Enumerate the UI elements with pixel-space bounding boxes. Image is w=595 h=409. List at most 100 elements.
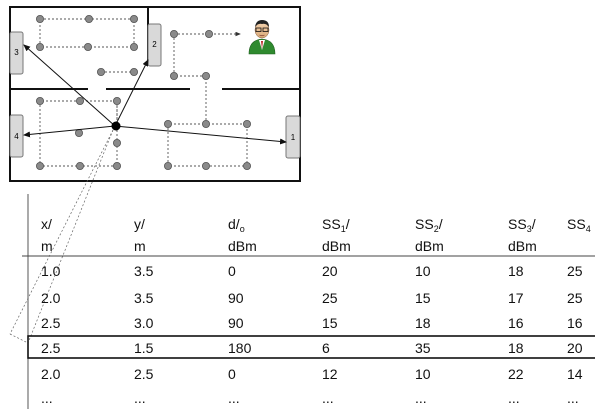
unit-ss3: dBm — [508, 238, 537, 254]
survey-point — [97, 68, 106, 77]
table-cell: 15 — [322, 315, 338, 331]
access-point-label: 1 — [291, 133, 296, 142]
unit-y: m — [134, 238, 146, 254]
table-cell-highlighted: 6 — [322, 340, 330, 356]
survey-point — [36, 161, 45, 170]
signal-arrow-ap4 — [23, 125, 116, 138]
survey-point — [242, 161, 251, 170]
survey-point — [163, 161, 172, 170]
survey-point — [169, 72, 178, 81]
table-cell: 3.5 — [134, 290, 154, 306]
table-frame — [22, 194, 595, 409]
table-cell: 25 — [567, 290, 583, 306]
unit-ss1: dBm — [322, 238, 351, 254]
table-cell-ellipsis: ... — [567, 390, 579, 406]
unit-ss2: dBm — [415, 238, 444, 254]
table-cell: 18 — [508, 263, 524, 279]
header-d: d/o — [228, 216, 245, 234]
table-cell: 15 — [415, 290, 431, 306]
survey-point — [169, 29, 178, 38]
table-cell: 25 — [322, 290, 338, 306]
access-point-3: 3 — [9, 31, 24, 75]
survey-point — [76, 97, 85, 106]
table-cell: 2.5 — [134, 366, 154, 382]
table-cell: 90 — [228, 290, 244, 306]
table-cell: 16 — [567, 315, 583, 331]
table-cell-ellipsis: ... — [134, 390, 146, 406]
signal-arrow-ap3 — [23, 44, 116, 127]
header-x: x/ — [41, 216, 52, 232]
survey-point — [113, 138, 122, 147]
table-cell: 90 — [228, 315, 244, 331]
table-cell-highlighted: 18 — [508, 340, 524, 356]
table-cell: 2.0 — [41, 366, 61, 382]
table-cell: 10 — [415, 366, 431, 382]
access-point-1: 1 — [285, 115, 301, 159]
unit-x: m — [41, 238, 53, 254]
table-cell-highlighted: 2.5 — [41, 340, 61, 356]
device-position — [111, 121, 121, 131]
survey-point — [129, 68, 138, 77]
access-point-2: 2 — [147, 23, 162, 67]
table-cell-highlighted: 35 — [415, 340, 431, 356]
zoom-guide — [9, 129, 114, 344]
table-cell: 12 — [322, 366, 338, 382]
table-cell: 16 — [508, 315, 524, 331]
table-cell-ellipsis: ... — [41, 390, 53, 406]
signal-arrows — [23, 44, 287, 145]
highlighted-row-box — [27, 335, 595, 359]
survey-points — [36, 14, 251, 170]
table-cell: 1.0 — [41, 263, 61, 279]
header-ss3: SS3/ — [508, 216, 536, 234]
table-cell-ellipsis: ... — [508, 390, 520, 406]
access-point-label: 3 — [14, 48, 19, 57]
survey-point — [113, 97, 122, 106]
survey-point — [84, 43, 93, 52]
header-ss4: SS4 — [567, 216, 591, 234]
survey-point — [75, 128, 84, 137]
table-cell-highlighted: 180 — [228, 340, 252, 356]
survey-point — [76, 161, 85, 170]
survey-point — [201, 161, 210, 170]
survey-point — [36, 97, 45, 106]
table-cell: 17 — [508, 290, 524, 306]
table-cell: 22 — [508, 366, 524, 382]
survey-point — [36, 14, 45, 23]
access-point-label: 2 — [152, 40, 157, 49]
survey-point — [36, 43, 45, 52]
table-cell: 0 — [228, 366, 236, 382]
table-cell-highlighted: 20 — [567, 340, 583, 356]
table-cell: 20 — [322, 263, 338, 279]
table-cell-ellipsis: ... — [228, 390, 240, 406]
survey-point — [242, 120, 251, 129]
table-cell: 18 — [415, 315, 431, 331]
survey-point — [129, 14, 138, 23]
table-cell: 14 — [567, 366, 583, 382]
table-cell: 0 — [228, 263, 236, 279]
survey-point — [204, 29, 213, 38]
table-cell-highlighted: 1.5 — [134, 340, 154, 356]
survey-point — [129, 43, 138, 52]
survey-point — [201, 72, 210, 81]
survey-point — [163, 120, 172, 129]
signal-arrow-ap1 — [114, 125, 287, 145]
survey-point — [201, 120, 210, 129]
header-ss2: SS2/ — [415, 216, 443, 234]
table-cell: 3.5 — [134, 263, 154, 279]
survey-point — [113, 161, 122, 170]
access-point-label: 4 — [14, 132, 19, 141]
table-cell: 2.0 — [41, 290, 61, 306]
table-cell-ellipsis: ... — [415, 390, 427, 406]
table-cell: 2.5 — [41, 315, 61, 331]
person-icon — [248, 20, 276, 55]
table-cell-ellipsis: ... — [322, 390, 334, 406]
header-ss1: SS1/ — [322, 216, 350, 234]
unit-d: dBm — [228, 238, 257, 254]
table-cell: 3.0 — [134, 315, 154, 331]
signal-arrow-ap2 — [114, 59, 149, 127]
survey-point — [85, 14, 94, 23]
survey-path-right-loop — [167, 34, 248, 167]
header-y: y/ — [134, 216, 145, 232]
access-point-4: 4 — [9, 114, 24, 158]
